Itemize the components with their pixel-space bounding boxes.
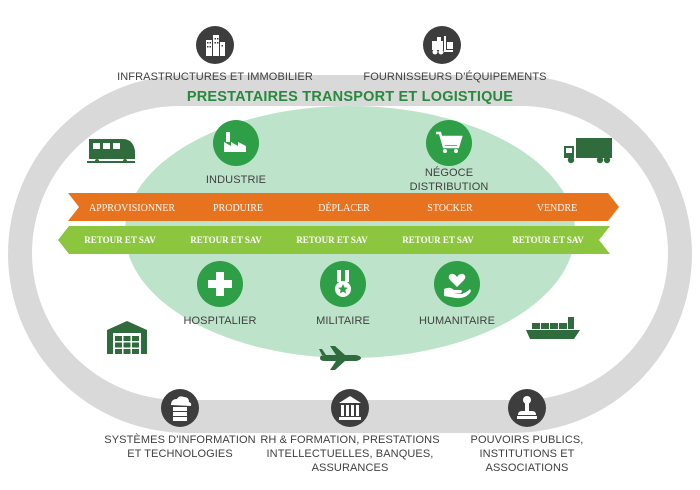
return-chevron-5 [484, 226, 610, 254]
flow-label-2: PRODUIRE [213, 203, 263, 214]
cargo-ship-icon [526, 317, 580, 339]
label-fournisseurs: FOURNISSEURS D'ÉQUIPEMENTS [363, 71, 547, 83]
label-rh-line1: RH & FORMATION, PRESTATIONS [260, 434, 440, 446]
label-systemes-line1: SYSTÈMES D'INFORMATION [104, 434, 256, 446]
flow-label-3: DÉPLACER [318, 202, 370, 214]
return-label-4: RETOUR ET SAV [402, 235, 474, 245]
label-rh-line3: ASSURANCES [311, 462, 389, 474]
return-label-1: RETOUR ET SAV [84, 235, 156, 245]
orange-flow [68, 193, 619, 221]
stamp-icon [508, 389, 546, 427]
return-label-5: RETOUR ET SAV [512, 235, 584, 245]
forklift-icon [423, 26, 461, 64]
flow-chevron-1 [68, 193, 191, 221]
label-systemes-line2: ET TECHNOLOGIES [127, 448, 233, 460]
return-chevron-3 [272, 226, 392, 254]
heart-hand-icon [434, 261, 480, 307]
truck-icon [564, 138, 612, 164]
return-label-3: RETOUR ET SAV [296, 235, 368, 245]
label-negoce-line2: DISTRIBUTION [409, 181, 489, 193]
train-icon [87, 139, 135, 163]
label-systemes: SYSTÈMES D'INFORMATION ET TECHNOLOGIES [92, 433, 268, 461]
flow-label-4: STOCKER [427, 203, 473, 214]
label-industrie: INDUSTRIE [205, 174, 267, 186]
label-pouvoirs: POUVOIRS PUBLICS, INSTITUTIONS ET ASSOCI… [447, 433, 607, 475]
flow-chevron-4 [388, 193, 508, 221]
label-humanitaire: HUMANITAIRE [418, 315, 496, 327]
shopping-cart-icon [426, 120, 472, 166]
label-hospitalier: HOSPITALIER [183, 315, 257, 327]
return-chevron-2 [166, 226, 286, 254]
green-return-flow [58, 226, 610, 254]
label-militaire: MILITAIRE [316, 315, 370, 327]
label-pouvoirs-line1: POUVOIRS PUBLICS, [470, 434, 584, 446]
return-chevron-1 [58, 226, 180, 254]
bank-icon [331, 389, 369, 427]
hospital-cross-icon [197, 261, 243, 307]
flow-chevron-2 [176, 193, 296, 221]
server-cloud-icon [161, 389, 199, 427]
return-label-2: RETOUR ET SAV [190, 235, 262, 245]
label-pouvoirs-line2: INSTITUTIONS ET [479, 448, 575, 460]
warehouse-icon [107, 321, 147, 354]
buildings-icon [196, 26, 234, 64]
label-negoce: NÉGOCE DISTRIBUTION [399, 166, 499, 194]
diagram-title: PRESTATAIRES TRANSPORT ET LOGISTIQUE [186, 89, 514, 105]
flow-label-5: VENDRE [537, 203, 578, 214]
label-rh: RH & FORMATION, PRESTATIONS INTELLECTUEL… [250, 433, 450, 475]
flow-chevron-5 [494, 193, 619, 221]
airplane-icon [319, 346, 361, 370]
label-infrastructures: INFRASTRUCTURES ET IMMOBILIER [117, 71, 313, 83]
factory-icon [213, 120, 259, 166]
label-rh-line2: INTELLECTUELLES, BANQUES, [266, 448, 434, 460]
military-medal-icon [320, 261, 366, 307]
label-pouvoirs-line3: ASSOCIATIONS [485, 462, 569, 474]
return-chevron-4 [378, 226, 498, 254]
label-negoce-line1: NÉGOCE [424, 167, 474, 179]
flow-label-1: APPROVISIONNER [89, 203, 175, 214]
flow-chevron-3 [282, 193, 402, 221]
